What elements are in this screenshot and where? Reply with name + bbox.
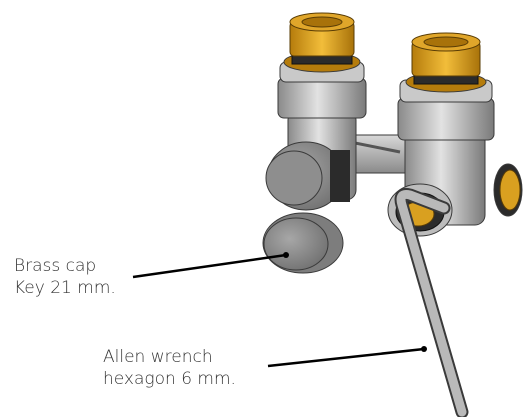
allen-wrench-callout: Allen wrench hexagon 6 mm.: [103, 346, 236, 390]
allen-wrench-leader-dot: [421, 346, 427, 352]
brass-cap-leader-dot: [283, 252, 289, 258]
brass-cap-label: Brass cap: [14, 256, 97, 276]
allen-wrench-label: Allen wrench: [103, 347, 213, 367]
brass-cap-callout: Brass cap Key 21 mm.: [14, 255, 116, 299]
allen-wrench-leader-line: [267, 347, 425, 368]
allen-wrench-size: hexagon 6 mm.: [103, 369, 236, 389]
brass-cap-leader-line: [132, 253, 287, 279]
allen-wrench-icon: [394, 188, 469, 417]
brass-cap-icon: [262, 212, 344, 274]
brass-cap-key-size: Key 21 mm.: [14, 278, 116, 298]
mounted-cap: [265, 141, 350, 211]
